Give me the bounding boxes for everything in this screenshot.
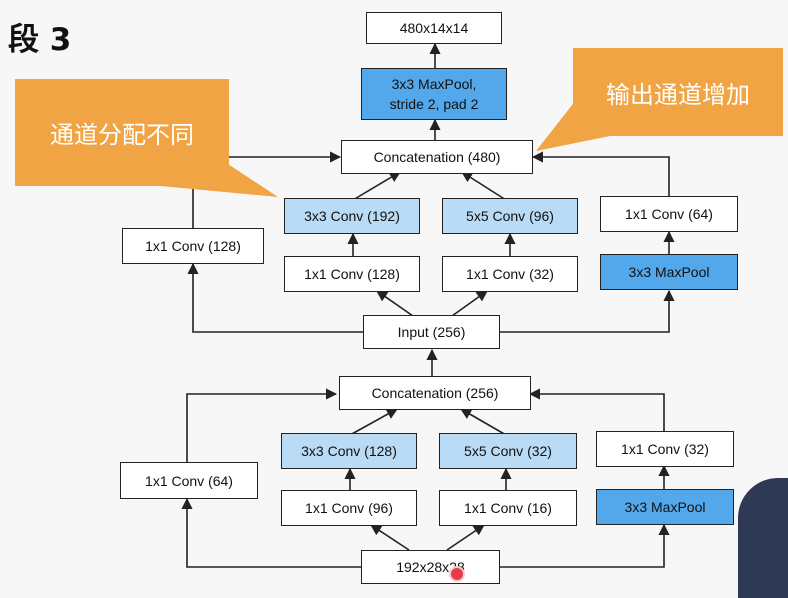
top-5x5-conv: 5x5 Conv (96) <box>442 198 578 234</box>
top-branch1-1x1-conv: 1x1 Conv (128) <box>122 228 264 264</box>
pointer-cursor <box>451 568 463 580</box>
concat-480-node: Concatenation (480) <box>341 140 533 174</box>
top-branch4-1x1-conv: 1x1 Conv (64) <box>600 196 738 232</box>
edge-5x5conv-to-concat <box>461 171 507 201</box>
edge-b-pool-branch-to-concat <box>528 388 665 433</box>
edge-input-to-maxpool <box>500 289 675 333</box>
edge-input-to-reduce128 <box>376 290 414 317</box>
edge-pool-branch-to-concat <box>531 151 670 198</box>
callout-output-channels: 输出通道增加 <box>573 48 783 136</box>
input-192x28x28-node: 192x28x28 <box>361 550 500 584</box>
top-3x3-maxpool: 3x3 MaxPool <box>600 254 738 290</box>
section-title: 段 3 <box>8 22 72 58</box>
concat-256-node: Concatenation (256) <box>339 376 531 410</box>
bottom-3x3-conv: 3x3 Conv (128) <box>281 433 417 469</box>
edge-b-input-to-reduce96 <box>370 524 410 551</box>
edge-input-to-branch1 <box>187 262 363 333</box>
top-3x3-conv: 3x3 Conv (192) <box>284 198 420 234</box>
edge-b-input-to-branch1 <box>181 497 361 568</box>
callout-channel-allocation: 通道分配不同 <box>15 79 229 186</box>
bottom-3x3-maxpool: 3x3 MaxPool <box>596 489 734 525</box>
presenter-thumbnail <box>738 478 788 598</box>
bottom-branch4-1x1-conv: 1x1 Conv (32) <box>596 431 734 467</box>
maxpool-stride-node: 3x3 MaxPool, stride 2, pad 2 <box>361 68 507 120</box>
edge-b-3x3conv-to-concat <box>349 408 398 436</box>
edge-b-input-to-reduce16 <box>446 524 485 551</box>
output-node: 480x14x14 <box>366 12 502 44</box>
bottom-5x5-conv: 5x5 Conv (32) <box>439 433 577 469</box>
top-1x1-conv-reduce-128: 1x1 Conv (128) <box>284 256 420 292</box>
edge-3x3conv-to-concat <box>352 171 401 201</box>
bottom-1x1-conv-reduce-16: 1x1 Conv (16) <box>439 490 577 526</box>
bottom-branch1-1x1-conv: 1x1 Conv (64) <box>120 462 258 499</box>
bottom-1x1-conv-reduce-96: 1x1 Conv (96) <box>281 490 417 526</box>
edge-b-input-to-maxpool <box>500 523 670 568</box>
input-256-node: Input (256) <box>363 315 500 349</box>
top-1x1-conv-reduce-32: 1x1 Conv (32) <box>442 256 578 292</box>
edge-b-5x5conv-to-concat <box>460 408 507 436</box>
diagram-stage: 段 3 <box>8 12 788 598</box>
edge-b-branch1-to-concat <box>186 388 338 462</box>
edge-input-to-reduce32 <box>451 290 488 317</box>
